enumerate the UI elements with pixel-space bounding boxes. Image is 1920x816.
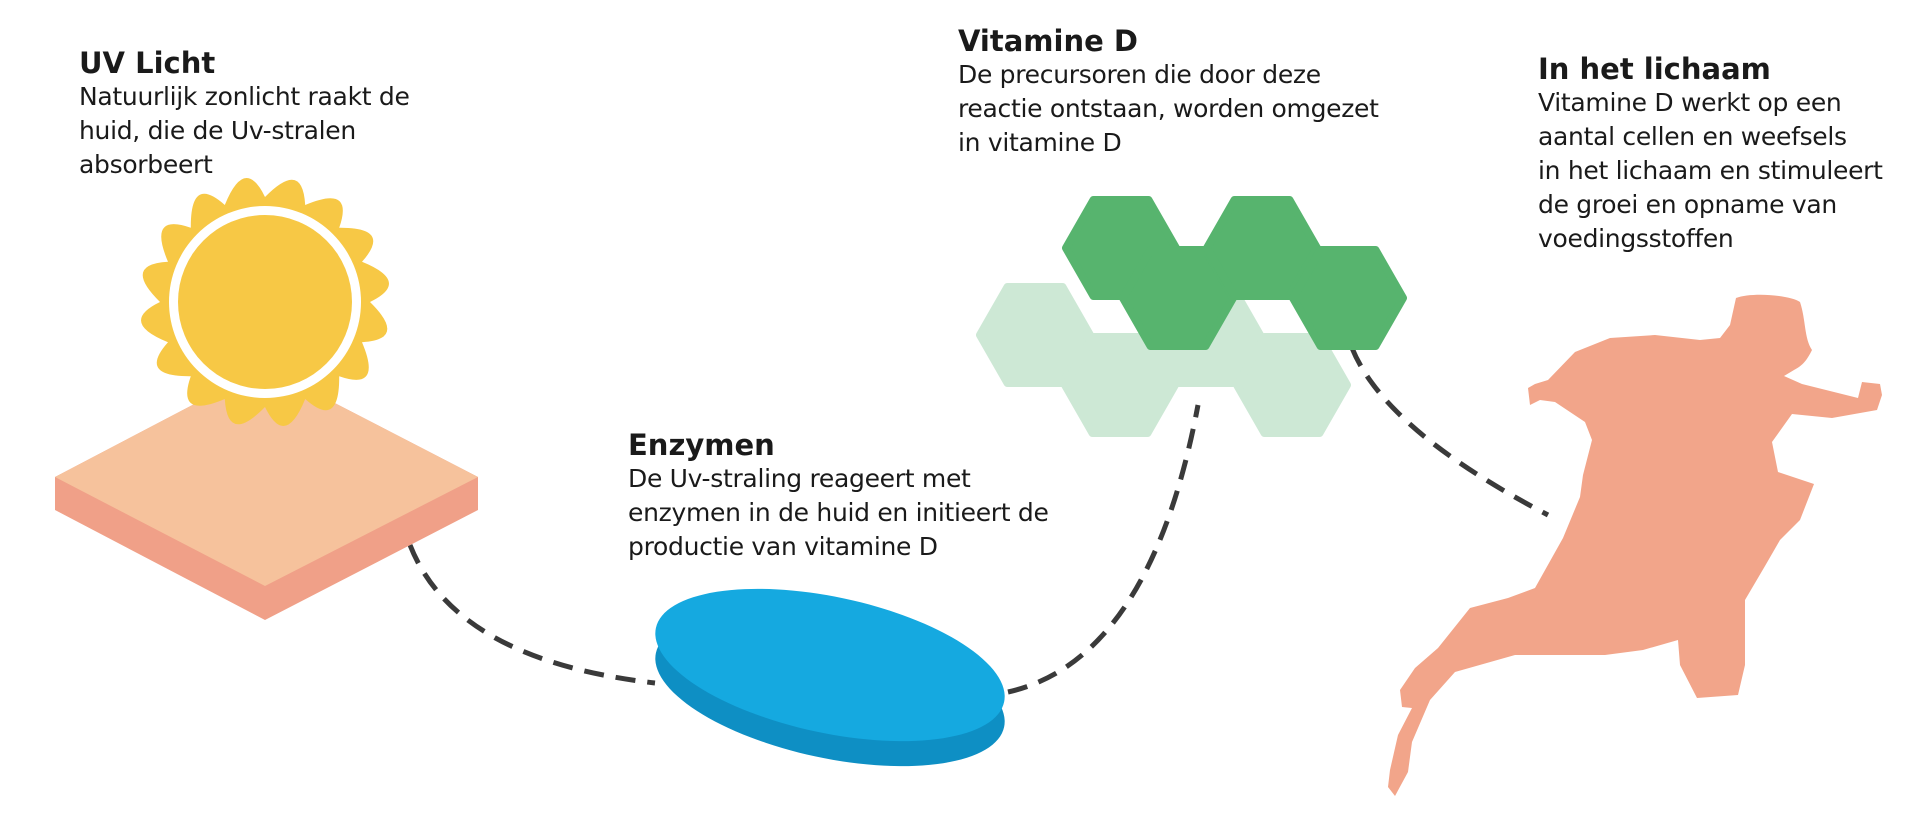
hexagon-light [1233, 333, 1351, 437]
enzymes-title: Enzymen [628, 428, 775, 462]
sun-core [178, 215, 352, 389]
vitamin-d-desc-line: De precursoren die door deze [958, 60, 1321, 89]
in-body-desc-line: in het lichaam en stimuleert [1538, 156, 1883, 185]
enzymes-desc-line: productie van vitamine D [628, 532, 938, 561]
sun-icon [141, 178, 389, 426]
enzymes-label: Enzymen De Uv-straling reageert met enzy… [628, 428, 1088, 564]
in-body-title: In het lichaam [1538, 52, 1771, 86]
in-body-desc-line: de groei en opname van [1538, 190, 1837, 219]
vitamin-d-title: Vitamine D [958, 24, 1138, 58]
uv-light-desc-line: absorbeert [79, 150, 213, 179]
connector-skin-enzyme [407, 544, 656, 686]
skin-tile-icon [55, 367, 478, 620]
in-body-desc-line: Vitamine D werkt op een [1538, 88, 1842, 117]
hexagon-dark [1289, 246, 1407, 350]
uv-light-desc-line: huid, die de Uv-stralen [79, 116, 356, 145]
enzymes-desc-line: enzymen in de huid en initieert de [628, 498, 1049, 527]
uv-light-title: UV Licht [79, 46, 216, 80]
enzymes-desc-line: De Uv-straling reageert met [628, 464, 971, 493]
hexagon-dark [1203, 196, 1321, 300]
molecule-hexagons-icon [976, 196, 1407, 437]
uv-light-desc-line: Natuurlijk zonlicht raakt de [79, 82, 410, 111]
runner-icon [1388, 294, 1882, 796]
in-body-desc-line: voedingsstoffen [1538, 224, 1734, 253]
connector-enzyme-vitamin [1007, 404, 1201, 695]
uv-light-label: UV Licht Natuurlijk zonlicht raakt de hu… [79, 46, 499, 182]
vitamin-d-desc-line: in vitamine D [958, 128, 1122, 157]
connector-vitamin-body [1349, 347, 1550, 518]
in-body-desc-line: aantal cellen en weefsels [1538, 122, 1847, 151]
in-body-label: In het lichaam Vitamine D werkt op een a… [1538, 52, 1918, 256]
vitamin-d-label: Vitamine D De precursoren die door deze … [958, 24, 1418, 160]
vitamin-d-desc-line: reactie ontstaan, worden omgezet [958, 94, 1379, 123]
enzyme-disc-icon [655, 588, 1005, 767]
